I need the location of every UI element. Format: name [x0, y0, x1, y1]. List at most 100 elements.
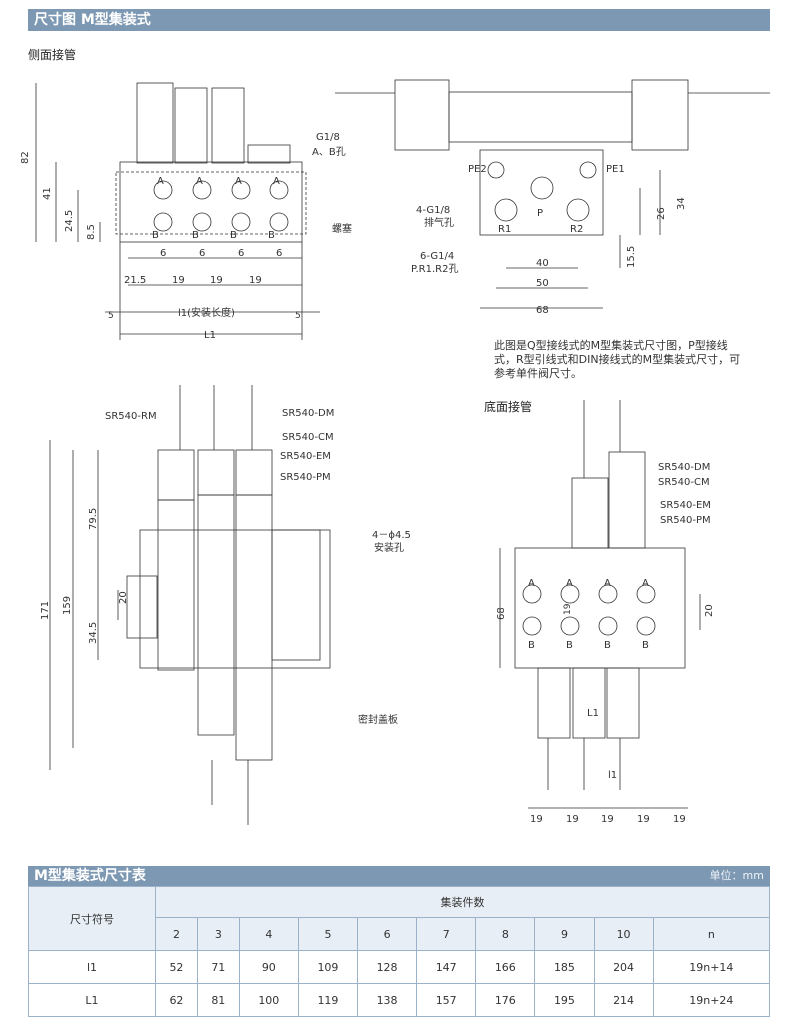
port-b-2: B	[192, 230, 199, 241]
bottom-port-a-1: A	[528, 578, 535, 589]
label-exhaust-holes: 排气孔	[424, 216, 454, 229]
bottom-port-a-3: A	[604, 578, 611, 589]
bottom-dim-19-4: 19	[637, 814, 650, 825]
bottom-label-dm: SR540-DM	[658, 462, 710, 473]
table-cell: 100	[238, 983, 299, 1017]
table-cell: 71	[196, 950, 240, 984]
table-column-row: 2 3 4 5 6 7 8 9 10 n	[29, 917, 771, 951]
table-cell: 147	[416, 950, 477, 984]
dim-26: 26	[656, 207, 667, 220]
dim-34: 34	[676, 197, 687, 210]
table-cell: 138	[356, 983, 418, 1017]
label-sr540-rm: SR540-RM	[105, 411, 157, 422]
label-pe2: PE2	[468, 164, 487, 175]
col-header: n	[652, 917, 771, 951]
dim-79-5: 79.5	[88, 508, 99, 530]
bottom-dim-19-3: 19	[601, 814, 614, 825]
col-header: 3	[196, 917, 240, 951]
port-r1: R1	[498, 224, 511, 235]
label-plug: 螺塞	[332, 222, 352, 235]
port-p: P	[537, 208, 543, 219]
label-mount-holes-sub: 安装孔	[374, 541, 404, 554]
dim-20-top: 20	[118, 591, 129, 604]
bottom-port-a-4: A	[642, 578, 649, 589]
label-sr540-pm: SR540-PM	[280, 472, 331, 483]
label-mount-holes: 4－ϕ4.5	[372, 530, 411, 541]
table-cell: 52	[155, 950, 198, 984]
dim-159: 159	[62, 596, 73, 615]
label-port-holes: P.R1.R2孔	[411, 263, 458, 275]
dim-19-vertical: 19	[563, 603, 573, 615]
dim-5-left: 5	[108, 311, 114, 321]
col-header: 8	[475, 917, 536, 951]
port-b-3: B	[230, 230, 237, 241]
bottom-label-cm: SR540-CM	[658, 477, 710, 488]
col-header: 10	[593, 917, 654, 951]
drawing-top-view	[49, 385, 331, 825]
unit-label: 单位：mm	[709, 869, 764, 882]
dim-34-5: 34.5	[88, 622, 99, 644]
dim-68: 68	[536, 305, 549, 316]
bottom-port-b-3: B	[604, 640, 611, 651]
dim-19-c: 19	[249, 275, 262, 286]
bottom-port-a-2: A	[566, 578, 573, 589]
table-cell: 157	[416, 983, 477, 1017]
dim-19-a: 19	[172, 275, 185, 286]
dim-50: 50	[536, 278, 549, 289]
table-title-bar: M型集装式尺寸表 单位：mm	[28, 866, 770, 886]
col-header: 2	[155, 917, 198, 951]
label-sr540-em: SR540-EM	[280, 451, 331, 462]
bottom-dim-L1: L1	[587, 708, 599, 719]
label-exhaust-size: 4-G1/8	[416, 205, 450, 216]
group-header-cell: 集装件数	[155, 886, 770, 918]
port-a-4: A	[273, 176, 280, 187]
bottom-dim-l1: l1	[608, 770, 617, 781]
label-port-size: 6-G1/4	[420, 251, 454, 262]
table-cell: 166	[475, 950, 536, 984]
dim-41: 41	[42, 187, 53, 200]
table-row: L1 62 81 100 119 138 157 176 195 214 19n…	[28, 983, 771, 1017]
dim-20-bottom: 20	[704, 604, 715, 617]
table-cell: 176	[475, 983, 536, 1017]
bottom-label-em: SR540-EM	[660, 500, 711, 511]
table-cell: 119	[297, 983, 359, 1017]
bottom-piping-heading: 底面接管	[484, 400, 533, 414]
table-cell: 81	[196, 983, 240, 1017]
bottom-port-b-2: B	[566, 640, 573, 651]
label-seal-cover: 密封盖板	[358, 713, 398, 726]
col-header: 7	[416, 917, 477, 951]
dim-L1: L1	[204, 330, 216, 341]
table-row: l1 52 71 90 109 128 147 166 185 204 19n+…	[28, 950, 771, 984]
drawing-side-front	[35, 82, 320, 340]
table-cell: 185	[534, 950, 595, 984]
bottom-port-b-4: B	[642, 640, 649, 651]
table-header-row: 尺寸符号 集装件数	[28, 886, 770, 951]
dim-68-bottom: 68	[496, 607, 507, 620]
dimension-table: 尺寸符号 集装件数 2 3 4 5 6 7 8 9 10 n l1 52 71 …	[28, 886, 771, 1017]
dim-6-a: 6	[160, 248, 166, 259]
drawing-note: 此图是Q型接线式的M型集装式尺寸图，P型接线式，R型引线式和DIN接线式的M型集…	[494, 339, 741, 380]
row-label: l1	[28, 950, 156, 984]
port-a-2: A	[196, 176, 203, 187]
port-r2: R2	[570, 224, 583, 235]
dim-15-5: 15.5	[626, 246, 637, 268]
technical-drawings: 82 41 24.5 8.5 A A A A B B B B 6 6 6 6 1…	[20, 79, 770, 825]
dim-21-5: 21.5	[124, 275, 146, 286]
table-cell: 214	[593, 983, 654, 1017]
dim-5-right: 5	[295, 311, 301, 321]
dim-40: 40	[536, 258, 549, 269]
dim-19-b: 19	[210, 275, 223, 286]
table-cell: 109	[297, 950, 359, 984]
label-pe1: PE1	[606, 164, 625, 175]
bottom-dim-19-1: 19	[530, 814, 543, 825]
bottom-label-pm: SR540-PM	[660, 515, 711, 526]
dim-171: 171	[40, 601, 51, 620]
port-b-4: B	[268, 230, 275, 241]
dim-l1-mount: l1(安装长度)	[178, 306, 235, 319]
table-cell: 19n+14	[652, 950, 771, 984]
label-sr540-cm: SR540-CM	[282, 432, 334, 443]
port-b-1: B	[152, 230, 159, 241]
table-cell: 195	[534, 983, 595, 1017]
table-cell: 19n+24	[652, 983, 771, 1017]
table-cell: 62	[155, 983, 198, 1017]
